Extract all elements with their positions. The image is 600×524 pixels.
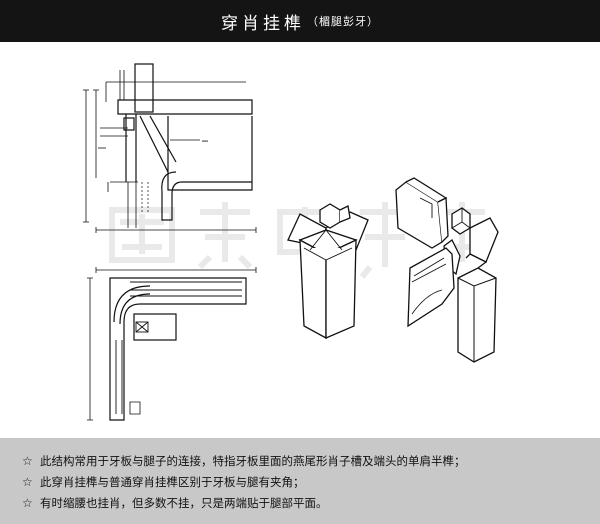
plan-apron-lines <box>130 281 242 297</box>
assembled-tenon-top <box>319 203 341 229</box>
plan-leg-lines <box>115 340 123 414</box>
star-bullet-icon: ☆ <box>22 454 33 468</box>
joinery-drawing: ══ <box>0 42 600 438</box>
note-text: 此穿肖挂榫与普通穿肖挂榫区别于牙板与腿有夹角； <box>40 475 305 489</box>
leg-inner-walls <box>125 114 137 182</box>
tenon-diagonal <box>139 115 177 173</box>
watermark-glyph-1 <box>197 202 253 270</box>
dim-line-plan-top <box>95 267 257 273</box>
dim-line-vertical-inner <box>93 89 99 178</box>
plan-outer-l <box>109 277 247 421</box>
post-centerline <box>119 70 125 100</box>
title-bar: 穿肖挂榫 （楣腿彭牙） <box>0 0 600 42</box>
exploded-right-arm <box>469 217 499 263</box>
exploded-dovetail-pin <box>451 207 471 235</box>
note-text: 有时缩腰也挂肖，但多数不挂，只是两端贴于腿部平面。 <box>40 496 328 510</box>
section-view-top: ══ <box>83 63 257 233</box>
plan-view-bottom <box>87 267 257 421</box>
note-text: 此结构常用于牙板与腿子的连接，特指牙板里面的燕尾形肖子槽及端头的单肩半榫； <box>40 454 466 468</box>
apron-body <box>167 116 253 191</box>
exploded-apron-lower <box>407 247 455 328</box>
star-bullet-icon: ☆ <box>22 475 33 489</box>
joint-block <box>123 117 135 131</box>
plan-leg-end <box>129 401 141 415</box>
svg-text:══: ══ <box>201 139 209 145</box>
plan-cross-mark <box>135 321 149 333</box>
technical-drawing-svg: ══ <box>83 63 499 421</box>
plan-curve-inner <box>119 293 151 325</box>
page-subtitle: （楣腿彭牙） <box>307 15 379 28</box>
plan-inner-box <box>133 313 177 341</box>
note-item: ☆ 此穿肖挂榫与普通穿肖挂榫区别于牙板与腿有夹角； <box>22 472 600 493</box>
dim-line-bottom <box>95 227 257 233</box>
dim-line-vertical-left <box>83 89 89 223</box>
curved-bracket <box>161 171 252 221</box>
note-item: ☆ 此结构常用于牙板与腿子的连接，特指牙板里面的燕尾形肖子槽及端头的单肩半榫； <box>22 451 600 472</box>
apron-beam <box>117 99 253 115</box>
leg-post-top <box>134 63 154 113</box>
star-bullet-icon: ☆ <box>22 496 33 510</box>
notes-panel: ☆ 此结构常用于牙板与腿子的连接，特指牙板里面的燕尾形肖子槽及端头的单肩半榫； … <box>0 438 600 524</box>
exploded-joint-3d <box>395 177 499 363</box>
watermark-glyph-3 <box>359 202 410 279</box>
assembled-v-groove <box>309 229 343 251</box>
leg-base-lines <box>107 181 138 192</box>
note-item: ☆ 有时缩腰也挂肖，但多数不挂，只是两端贴于腿部平面。 <box>22 493 600 514</box>
watermark-mark-strokes <box>120 214 164 254</box>
plan-curve-outer <box>113 285 151 323</box>
assembled-joint-3d <box>287 203 369 340</box>
joint-ticks <box>100 127 128 137</box>
page-title: 穿肖挂榫 <box>221 13 305 34</box>
dim-line-plan-left <box>87 277 93 421</box>
dim-line-top <box>105 81 246 102</box>
